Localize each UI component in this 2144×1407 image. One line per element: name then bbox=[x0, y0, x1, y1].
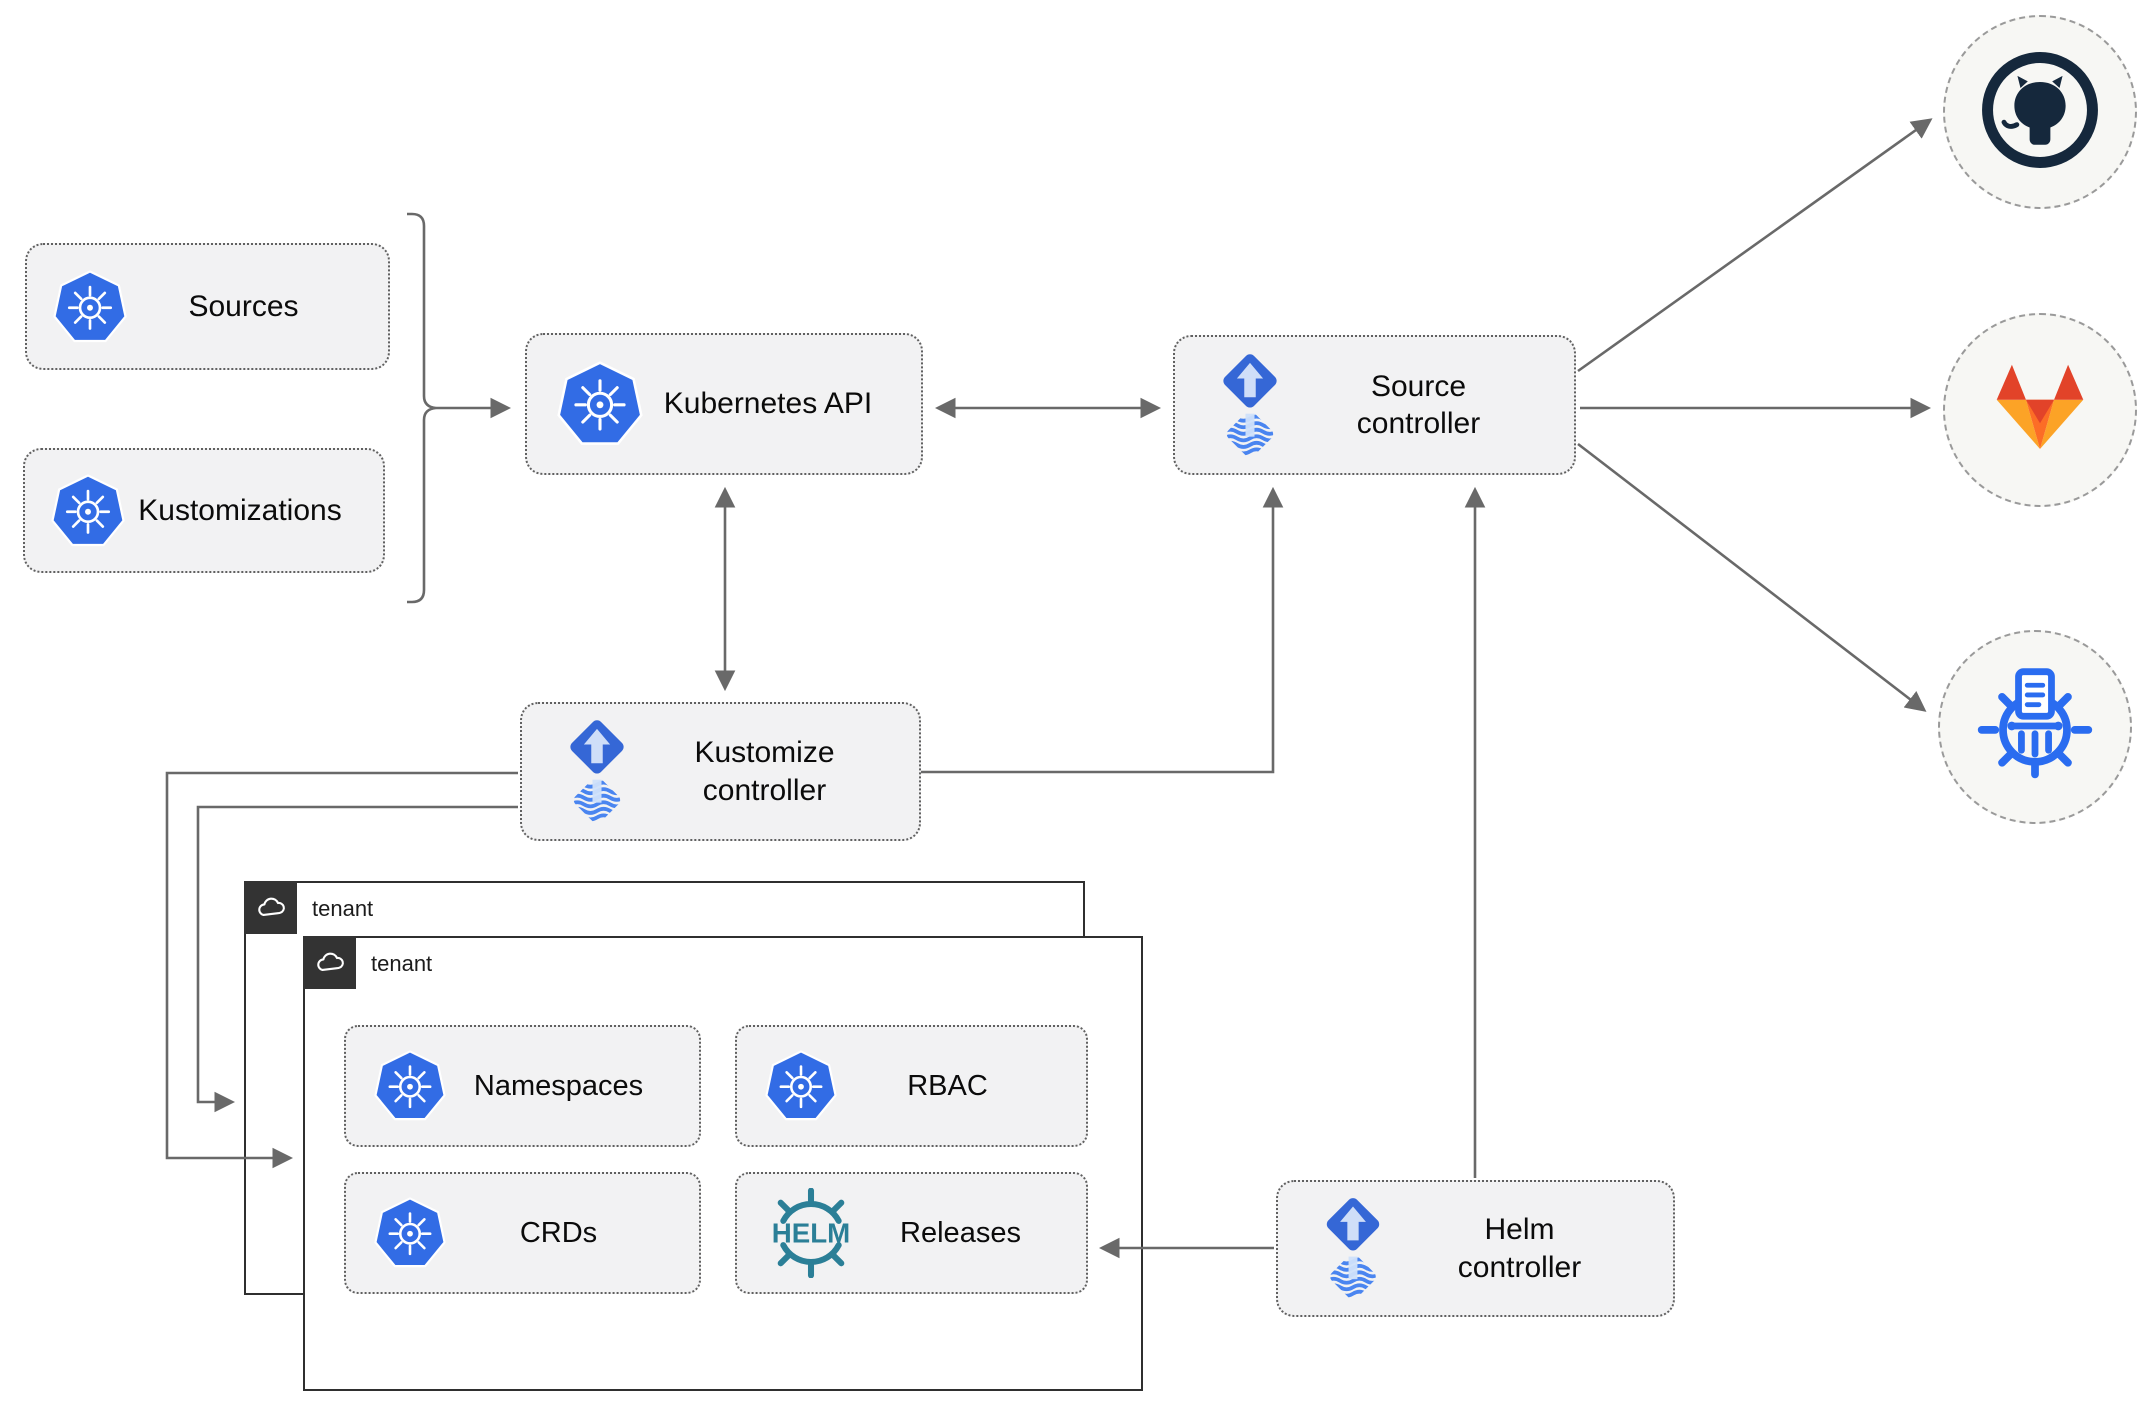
kubernetes-icon bbox=[765, 1050, 837, 1122]
helm-controller-label-line2: controller bbox=[1457, 1250, 1582, 1284]
kustomize-controller-label-line2: controller bbox=[702, 773, 827, 807]
edge-source-to-chartmuseum bbox=[1577, 442, 1927, 712]
github-target bbox=[1943, 15, 2137, 209]
source-controller-label-line2: controller bbox=[1356, 407, 1481, 440]
helm-controller-label-line1: Helm bbox=[1484, 1213, 1555, 1246]
flux-icon bbox=[1209, 348, 1291, 463]
kustomize-controller-box: Kustomize controller bbox=[520, 702, 921, 841]
kubernetes-icon bbox=[374, 1050, 446, 1122]
source-controller-label-line1: Source bbox=[1370, 369, 1467, 403]
flux-icon bbox=[1312, 1192, 1394, 1305]
releases-box: HELM Releases bbox=[735, 1172, 1088, 1294]
tenant-front-label: tenant bbox=[371, 951, 433, 976]
tenant-back-label: tenant bbox=[312, 896, 374, 921]
edge-kustomize-to-source bbox=[921, 486, 1284, 774]
helm-icon: HELM bbox=[759, 1188, 863, 1278]
cloud-icon bbox=[244, 881, 297, 934]
kubernetes-api-box: Kubernetes API bbox=[525, 333, 923, 475]
kubernetes-api-label: Kubernetes API bbox=[663, 387, 873, 421]
helm-controller-box: Helm controller bbox=[1276, 1180, 1675, 1317]
source-controller-label: Source controller bbox=[1291, 368, 1574, 443]
chartmuseum-target bbox=[1938, 630, 2132, 824]
crds-label: CRDs bbox=[519, 1216, 598, 1249]
kustomize-controller-label-line1: Kustomize bbox=[694, 736, 835, 769]
flux-icon bbox=[556, 714, 638, 829]
kustomizations-box: Kustomizations bbox=[23, 448, 385, 573]
namespaces-box: Namespaces bbox=[344, 1025, 701, 1147]
gitlab-icon bbox=[1981, 353, 2099, 468]
rbac-label: RBAC bbox=[907, 1069, 988, 1102]
brace-left-resources bbox=[407, 212, 437, 604]
kubernetes-icon bbox=[53, 269, 127, 344]
kubernetes-icon bbox=[557, 361, 643, 447]
kustomizations-label: Kustomizations bbox=[138, 493, 342, 527]
github-icon bbox=[1979, 49, 2101, 176]
edge-source-to-github bbox=[1577, 118, 1933, 373]
crds-box: CRDs bbox=[344, 1172, 701, 1294]
kubernetes-icon bbox=[374, 1197, 446, 1269]
kubernetes-icon bbox=[51, 473, 125, 548]
kustomize-controller-label: Kustomize controller bbox=[638, 734, 919, 809]
sources-box: Sources bbox=[25, 243, 390, 370]
sources-label: Sources bbox=[188, 289, 299, 323]
gitlab-target bbox=[1943, 313, 2137, 507]
helm-wheel-text: HELM bbox=[772, 1218, 850, 1249]
source-controller-box: Source controller bbox=[1173, 335, 1576, 475]
rbac-box: RBAC bbox=[735, 1025, 1088, 1147]
cloud-icon bbox=[303, 936, 356, 989]
helm-controller-label: Helm controller bbox=[1394, 1211, 1673, 1286]
releases-label: Releases bbox=[900, 1216, 1021, 1249]
namespaces-label: Namespaces bbox=[473, 1069, 644, 1102]
tenant-box-front: tenant bbox=[303, 936, 1143, 1391]
chartmuseum-icon bbox=[1972, 662, 2098, 793]
